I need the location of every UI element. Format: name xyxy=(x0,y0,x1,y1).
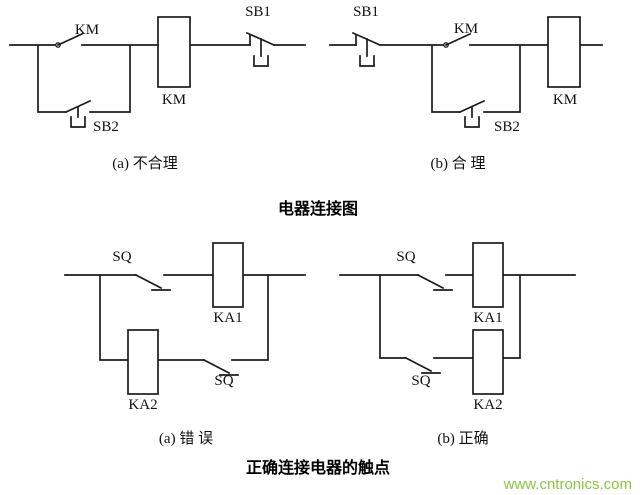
wire-segment xyxy=(339,274,576,359)
km-contact-label: KM xyxy=(454,21,478,37)
ka2-label: KA2 xyxy=(473,397,502,413)
km-contact-blade xyxy=(56,32,84,47)
sb2-button-cap xyxy=(70,116,86,128)
sq-bottom-label: SQ xyxy=(214,373,233,389)
circuit-top-right: SB1 KM KM SB2 (b) 合 理 xyxy=(329,4,603,172)
sb2-button-cap xyxy=(464,116,480,128)
sq-contact-blade xyxy=(202,358,231,375)
km-contact-label: KM xyxy=(75,22,99,38)
sq-top-label: SQ xyxy=(396,249,415,265)
ka1-label: KA1 xyxy=(473,310,502,326)
km-coil-rect xyxy=(157,16,191,88)
circuit-bottom-left: SQ KA1 KA2 SQ (a) 错 误 xyxy=(64,242,306,447)
ka2-coil-rect xyxy=(472,329,504,395)
sb1-label: SB1 xyxy=(353,4,379,20)
caption-bottom-right: (b) 正确 xyxy=(437,430,488,447)
watermark-text: www.cntronics.com xyxy=(503,476,632,493)
ka2-label: KA2 xyxy=(128,397,157,413)
km-coil-rect xyxy=(547,16,581,88)
wire-segment xyxy=(64,274,306,361)
caption-top-right: (b) 合 理 xyxy=(431,155,486,172)
top-section-title: 电器连接图 xyxy=(278,199,358,218)
sb2-label: SB2 xyxy=(93,119,119,135)
km-coil-label: KM xyxy=(553,92,577,108)
ka2-coil-rect xyxy=(127,329,159,395)
wire-segment xyxy=(9,44,306,113)
sq-contact-blade xyxy=(404,356,433,373)
sb1-label: SB1 xyxy=(245,4,271,20)
bottom-section-title: 正确连接电器的触点 xyxy=(246,458,390,477)
sq-contact-blade xyxy=(416,273,445,290)
sb1-button-cap xyxy=(359,55,375,67)
circuit-bottom-right: SQ KA1 SQ KA2 (b) 正确 xyxy=(339,242,576,447)
sq-top-label: SQ xyxy=(112,249,131,265)
caption-top-left: (a) 不合理 xyxy=(112,155,177,172)
sq-bottom-label: SQ xyxy=(411,373,430,389)
sb1-button-cap xyxy=(253,55,269,67)
ka1-coil-rect xyxy=(472,242,504,308)
ka1-coil-rect xyxy=(212,242,244,308)
km-coil-label: KM xyxy=(162,92,186,108)
circuit-top-left: KM KM SB1 SB2 (a) 不合理 xyxy=(9,4,306,172)
wire-segment xyxy=(329,44,603,113)
km-contact-blade xyxy=(444,32,472,47)
ka1-label: KA1 xyxy=(213,310,242,326)
sq-contact-blade xyxy=(134,273,163,290)
sb2-label: SB2 xyxy=(494,119,520,135)
caption-bottom-left: (a) 错 误 xyxy=(159,430,213,447)
